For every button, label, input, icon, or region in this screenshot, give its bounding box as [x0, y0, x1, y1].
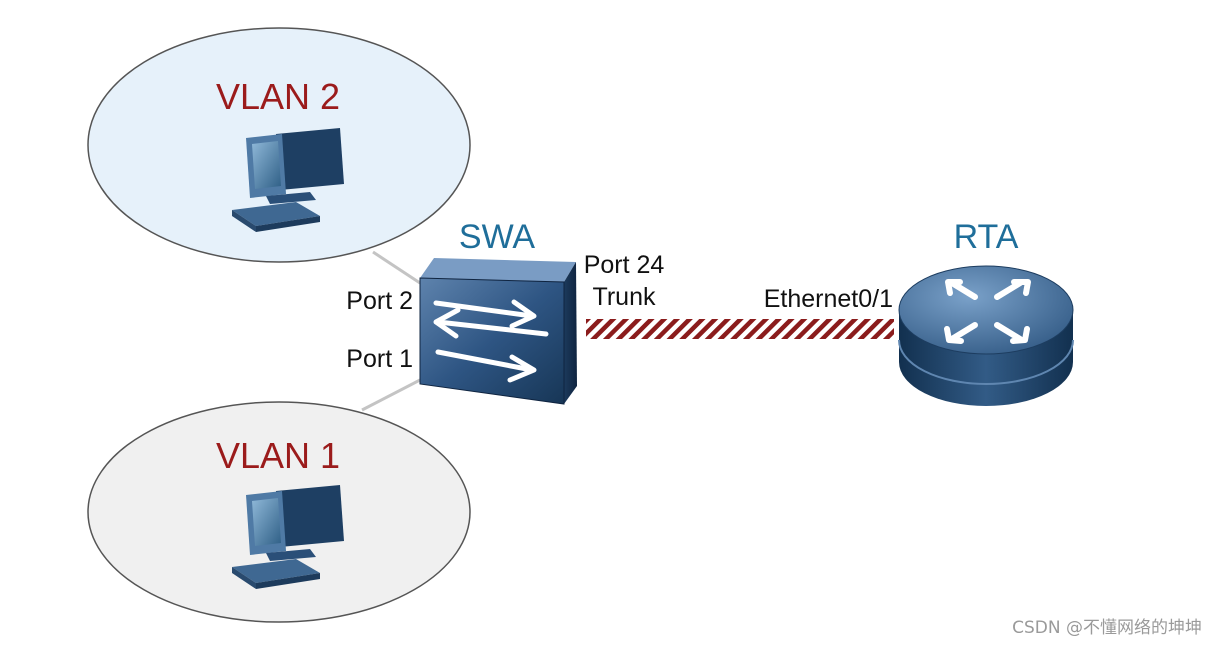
- port24-label: Port 24: [584, 251, 665, 279]
- port2-label: Port 2: [346, 287, 413, 315]
- switch-icon: [419, 258, 577, 405]
- router-label: RTA: [954, 218, 1019, 256]
- router-icon: [898, 265, 1074, 406]
- vlan2-label: VLAN 2: [216, 76, 340, 117]
- vlan1-label: VLAN 1: [216, 435, 340, 476]
- trunk-label: Trunk: [593, 283, 656, 311]
- trunk-link: [586, 319, 894, 339]
- ethernet-label: Ethernet0/1: [764, 285, 893, 313]
- link-port2: [372, 250, 421, 285]
- link-port1: [361, 378, 421, 412]
- switch-label: SWA: [459, 218, 536, 256]
- watermark: CSDN @不懂网络的坤坤: [1012, 618, 1202, 638]
- port1-label: Port 1: [346, 345, 413, 373]
